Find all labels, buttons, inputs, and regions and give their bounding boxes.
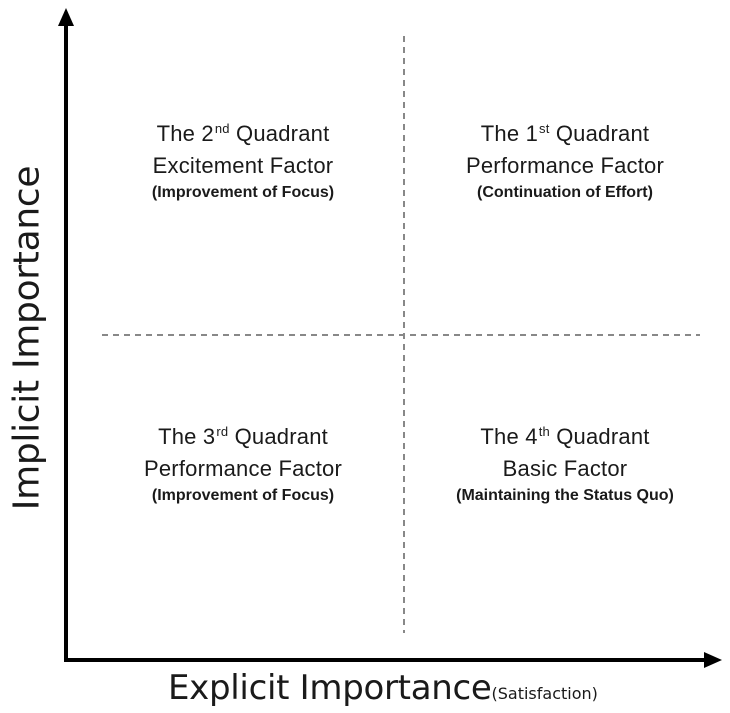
y-axis-label: Implicit Importance [6,165,48,511]
quadrant-2-title: The 2nd Quadrant [156,121,330,146]
x-axis-label: Explicit Importance(Satisfaction) [168,668,598,708]
quadrant-3-title: The 3rd Quadrant [158,424,328,449]
quadrant-2-factor: Excitement Factor [152,153,334,178]
quadrant-2: The 2nd Quadrant Excitement Factor (Impr… [93,118,393,204]
quadrant-1-factor: Performance Factor [465,153,664,178]
quadrant-4-factor: Basic Factor [502,456,628,481]
quadrant-3: The 3rd Quadrant Performance Factor (Imp… [93,421,393,507]
y-axis-arrowhead [58,8,74,26]
x-axis-label-main: Explicit Importance [168,668,492,708]
quadrant-4: The 4th Quadrant Basic Factor (Maintaini… [415,421,715,507]
x-axis-label-sub: (Satisfaction) [491,684,598,703]
quadrant-1-title: The 1st Quadrant [480,121,650,146]
quadrant-1: The 1st Quadrant Performance Factor (Con… [415,118,715,204]
quadrant-1-note: (Continuation of Effort) [477,184,653,201]
quadrant-4-title: The 4th Quadrant [480,424,650,449]
quadrant-2-note: (Improvement of Focus) [151,184,335,201]
quadrant-3-factor: Performance Factor [143,456,342,481]
quadrant-3-note: (Improvement of Focus) [151,487,335,504]
x-axis-arrowhead [704,652,722,668]
quadrant-4-note: (Maintaining the Status Quo) [456,487,674,504]
